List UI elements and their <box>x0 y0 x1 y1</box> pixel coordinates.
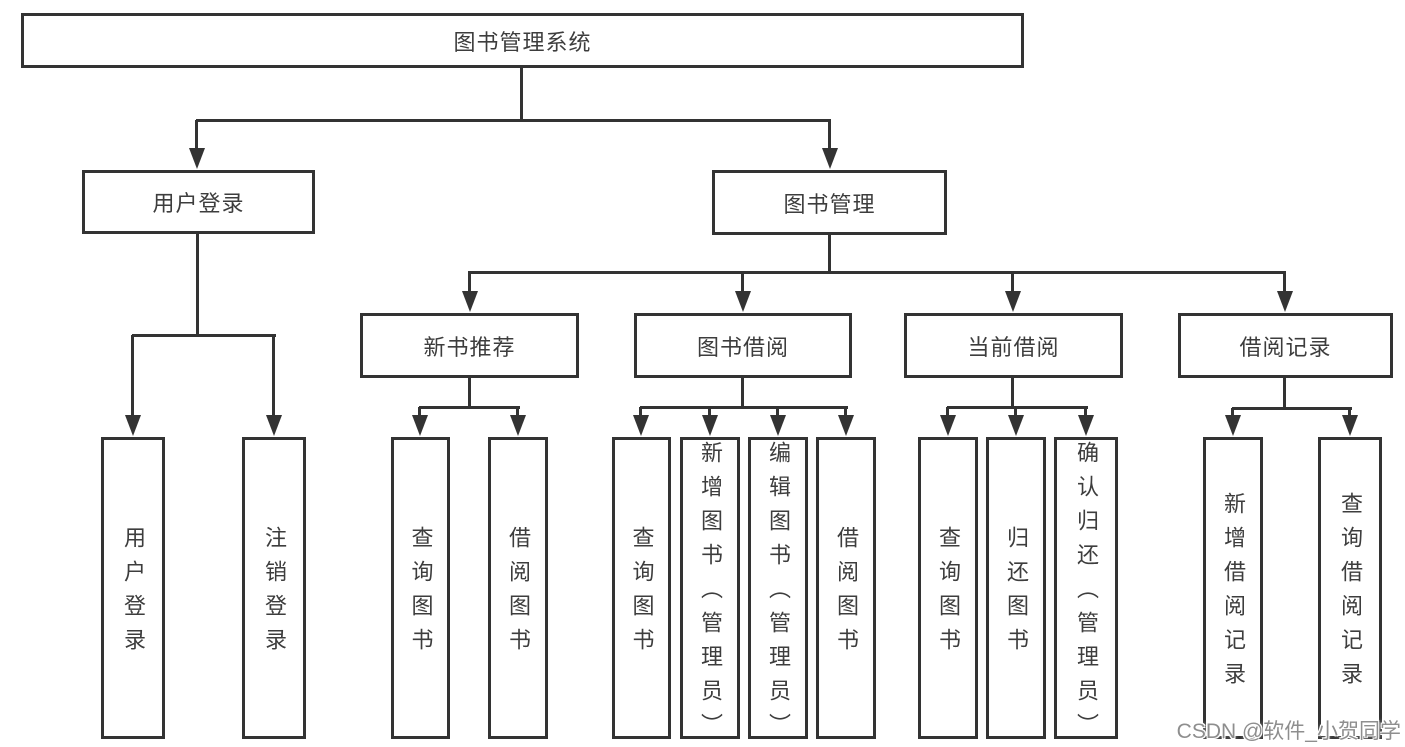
leaf-cb-confirm-return-label: 确认归还（管理员） <box>1074 441 1099 747</box>
arrowhead <box>1078 415 1094 436</box>
leaf-br-query-record-label: 查询借阅记录 <box>1338 492 1363 696</box>
connector-vline <box>196 233 199 336</box>
leaf-nbr-borrow-books-label: 借阅图书 <box>506 526 531 662</box>
node-borrow-records: 借阅记录 <box>1178 313 1393 378</box>
node-user-login-label: 用户登录 <box>152 191 245 216</box>
leaf-logout-login: 注销登录 <box>242 437 306 739</box>
leaf-cb-return-books: 归还图书 <box>986 437 1046 739</box>
connector-hline <box>419 406 520 409</box>
connector-hline <box>132 334 276 337</box>
arrow-shaft <box>272 335 275 418</box>
arrowhead <box>1225 415 1241 436</box>
arrowhead <box>462 291 478 312</box>
node-book-borrow: 图书借阅 <box>634 313 852 378</box>
leaf-user-login: 用户登录 <box>101 437 165 739</box>
arrowhead <box>510 415 526 436</box>
arrow-shaft <box>1084 407 1087 418</box>
arrowhead <box>1005 291 1021 312</box>
arrow-shaft <box>639 407 642 418</box>
arrow-shaft <box>1283 272 1286 294</box>
arrow-shaft <box>1348 408 1351 418</box>
leaf-br-query-record: 查询借阅记录 <box>1318 437 1382 739</box>
node-book-borrow-label: 图书借阅 <box>696 334 789 360</box>
leaf-bb-borrow-books-label: 借阅图书 <box>834 526 859 662</box>
connector-vline <box>828 235 831 274</box>
arrowhead <box>1277 291 1293 312</box>
arrow-shaft <box>195 120 198 151</box>
arrow-shaft <box>1231 408 1234 418</box>
arrow-shaft <box>946 407 949 418</box>
arrowhead <box>1008 415 1024 436</box>
leaf-cb-query-books-label: 查询图书 <box>936 526 961 662</box>
leaf-nbr-query-books: 查询图书 <box>391 437 450 739</box>
leaf-br-add-record: 新增借阅记录 <box>1203 437 1263 739</box>
arrow-shaft <box>844 407 847 418</box>
connector-vline <box>468 378 471 408</box>
arrowhead <box>940 415 956 436</box>
leaf-cb-confirm-return: 确认归还（管理员） <box>1054 437 1118 747</box>
arrow-shaft <box>516 407 519 418</box>
arrowhead <box>412 415 428 436</box>
connector-hline <box>468 271 1286 274</box>
leaf-bb-borrow-books: 借阅图书 <box>816 437 876 739</box>
node-root-label: 图书管理系统 <box>453 29 592 55</box>
arrow-shaft <box>708 407 711 418</box>
arrow-shaft <box>776 407 779 418</box>
node-new-book-recommend-label: 新书推荐 <box>423 334 516 360</box>
arrow-shaft <box>1014 407 1017 418</box>
arrowhead <box>822 148 838 169</box>
arrowhead <box>770 415 786 436</box>
arrowhead <box>266 415 282 436</box>
arrowhead <box>735 291 751 312</box>
leaf-br-add-record-label: 新增借阅记录 <box>1221 492 1246 696</box>
connector-hline <box>640 406 848 409</box>
arrow-shaft <box>418 407 421 418</box>
watermark: CSDN @软件_小贺同学 <box>1176 720 1401 743</box>
node-book-mgmt: 图书管理 <box>712 170 947 235</box>
arrowhead <box>633 415 649 436</box>
arrow-shaft <box>741 272 744 294</box>
arrowhead <box>189 148 205 169</box>
leaf-nbr-borrow-books: 借阅图书 <box>488 437 548 739</box>
leaf-bb-query-books: 查询图书 <box>612 437 671 739</box>
arrowhead <box>125 415 141 436</box>
node-new-book-recommend: 新书推荐 <box>360 313 579 378</box>
leaf-user-login-label: 用户登录 <box>121 526 146 662</box>
leaf-bb-edit-books-label: 编辑图书（管理员） <box>766 441 791 747</box>
connector-vline <box>741 378 744 408</box>
connector-hline <box>1232 407 1352 410</box>
node-root: 图书管理系统 <box>21 13 1024 68</box>
arrowhead <box>1342 415 1358 436</box>
arrowhead <box>838 415 854 436</box>
leaf-bb-add-books: 新增图书（管理员） <box>680 437 740 747</box>
leaf-bb-query-books-label: 查询图书 <box>629 526 655 662</box>
node-borrow-records-label: 借阅记录 <box>1239 334 1332 360</box>
connector-vline <box>1011 378 1014 408</box>
connector-hline <box>947 406 1088 409</box>
arrow-shaft <box>131 335 134 418</box>
arrow-shaft <box>1011 272 1014 294</box>
arrow-shaft <box>468 272 471 294</box>
node-current-borrow: 当前借阅 <box>904 313 1123 378</box>
connector-vline <box>520 68 523 121</box>
arrow-shaft <box>828 120 831 151</box>
leaf-logout-login-label: 注销登录 <box>262 526 287 662</box>
node-current-borrow-label: 当前借阅 <box>967 334 1060 360</box>
node-book-mgmt-label: 图书管理 <box>783 191 876 217</box>
connector-hline <box>196 119 831 122</box>
leaf-bb-add-books-label: 新增图书（管理员） <box>698 441 723 747</box>
node-user-login: 用户登录 <box>82 170 315 234</box>
leaf-cb-return-books-label: 归还图书 <box>1004 526 1029 662</box>
connector-vline <box>1283 378 1286 409</box>
leaf-cb-query-books: 查询图书 <box>918 437 978 739</box>
leaf-bb-edit-books: 编辑图书（管理员） <box>748 437 808 747</box>
leaf-nbr-query-books-label: 查询图书 <box>408 526 434 662</box>
arrowhead <box>702 415 718 436</box>
